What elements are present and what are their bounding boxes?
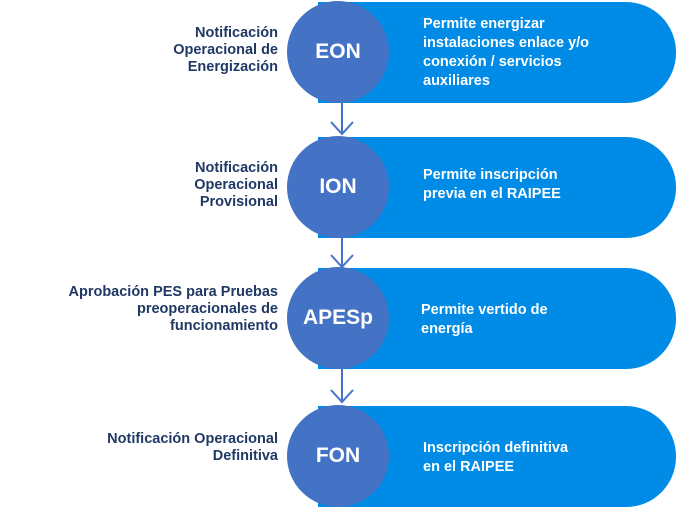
- step-code-ion: ION: [319, 175, 357, 198]
- flow-arrow-2: [330, 238, 354, 270]
- description-fon: Inscripción definitiva en el RAIPEE: [423, 440, 569, 475]
- step-circle-eon: EON: [287, 1, 389, 103]
- step-circle-ion: ION: [287, 136, 389, 238]
- description-apesp: Permite vertido de energía: [421, 302, 548, 337]
- step-circle-fon: FON: [287, 405, 389, 507]
- step-circle-apesp: APESp: [287, 267, 389, 369]
- step-label-ion: Notificación Operacional Provisional: [194, 160, 278, 210]
- step-label-apesp: Aprobación PES para Pruebas preoperacion…: [68, 284, 278, 334]
- flow-arrow-1: [330, 103, 354, 137]
- description-ion: Permite inscripción previa en el RAIPEE: [423, 167, 561, 202]
- description-bar-apesp: Permite vertido de energía: [318, 268, 676, 369]
- step-code-fon: FON: [315, 444, 361, 467]
- step-label-eon: Notificación Operacional de Energización: [173, 25, 278, 75]
- step-code-eon: EON: [315, 40, 361, 63]
- step-label-fon: Notificación Operacional Definitiva: [107, 431, 278, 464]
- step-code-apesp: APESp: [302, 306, 373, 329]
- description-bar-fon: Inscripción definitiva en el RAIPEE: [318, 406, 676, 507]
- description-eon: Permite energizar instalaciones enlace y…: [423, 16, 590, 89]
- flow-arrow-3: [330, 369, 354, 405]
